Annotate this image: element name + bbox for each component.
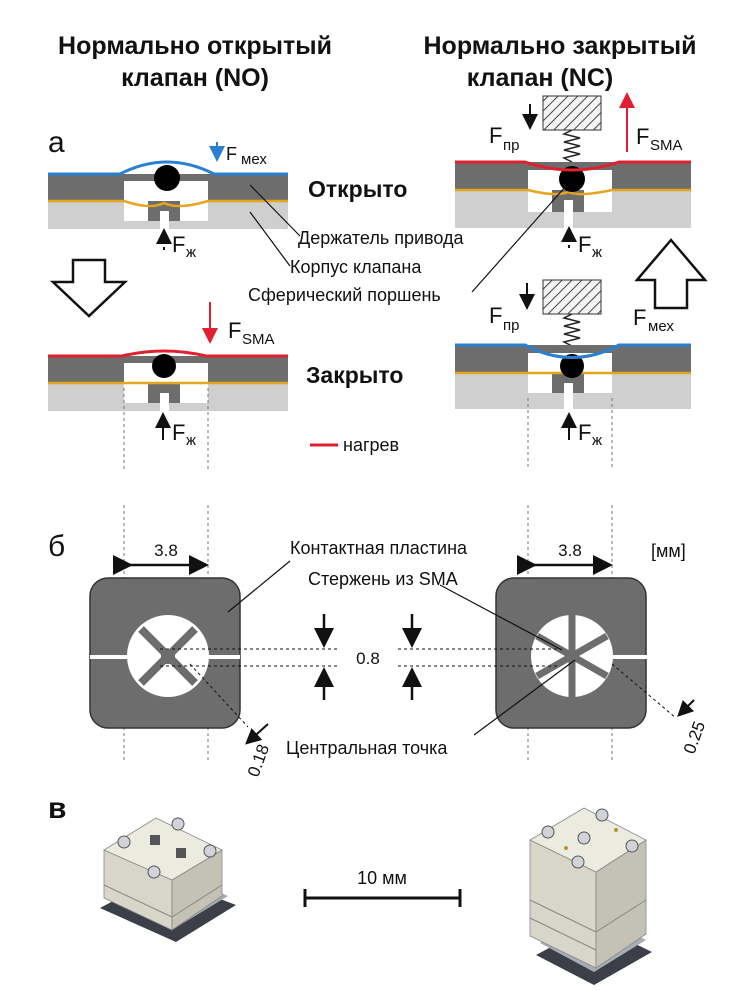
panel-label-c: в bbox=[48, 792, 66, 825]
panel-label-a: а bbox=[48, 126, 65, 159]
nc-closed-spring-force: F пр bbox=[489, 283, 535, 334]
dim-gap-arrows bbox=[314, 614, 422, 700]
nc-valve-photo bbox=[529, 807, 652, 985]
force-f-label: F bbox=[172, 232, 185, 257]
dim-gap bbox=[160, 648, 560, 667]
force-fluid-sub: ж bbox=[592, 244, 602, 261]
no-open-fluid-force: F ж bbox=[156, 228, 196, 261]
dim-width-nc: 3.8 bbox=[517, 541, 613, 575]
dim-width-no-label: 3.8 bbox=[154, 541, 178, 560]
force-f-label: F bbox=[578, 232, 591, 257]
transition-arrow-down bbox=[49, 258, 129, 318]
units-label: [мм] bbox=[651, 541, 686, 561]
state-closed-label: Закрыто bbox=[306, 362, 403, 388]
callout-center-point: Центральная точка bbox=[286, 738, 448, 758]
no-open-fmech-force: F мех bbox=[209, 142, 267, 168]
no-valve-open bbox=[48, 160, 288, 229]
force-spring-sub: пр bbox=[503, 317, 519, 334]
dim-slot-nc-label: 0.25 bbox=[680, 719, 709, 757]
nc-closed-fmech-force: F мех bbox=[633, 305, 674, 335]
nc-valve-open bbox=[455, 95, 691, 228]
nc-open-spring-force: F пр bbox=[489, 104, 538, 154]
no-closed-fluid-force: F ж bbox=[155, 412, 196, 449]
no-valve-photo bbox=[100, 817, 236, 942]
force-f-label: F bbox=[578, 420, 591, 445]
force-f-label: F bbox=[172, 420, 185, 445]
nc-closed-fluid-force: F ж bbox=[561, 412, 602, 449]
no-contact-plate bbox=[89, 577, 241, 729]
callout-actuator-holder: Держатель привода bbox=[298, 228, 464, 248]
header-no-line2: клапан (NO) bbox=[121, 64, 269, 92]
force-f-label: F bbox=[226, 144, 237, 164]
scale-bar: 10 мм bbox=[303, 868, 462, 907]
heating-legend-label: нагрев bbox=[343, 435, 399, 455]
force-spring-sub: пр bbox=[503, 137, 519, 154]
nc-open-fluid-force: F ж bbox=[561, 226, 602, 261]
callout-spherical-piston: Сферический поршень bbox=[248, 285, 441, 305]
callout-valve-body: Корпус клапана bbox=[290, 257, 422, 277]
force-fluid-sub: ж bbox=[186, 244, 196, 261]
no-closed-fsma-force: F SMA bbox=[202, 302, 275, 348]
force-mech-sub: мех bbox=[648, 318, 674, 335]
callout-contact-plate: Контактная пластина bbox=[290, 538, 468, 558]
header-nc-line1: Нормально закрытый bbox=[424, 32, 697, 60]
force-f-label: F bbox=[636, 124, 649, 149]
force-mech-sub: мех bbox=[241, 151, 267, 168]
no-valve-closed bbox=[48, 349, 288, 411]
nc-contact-plate bbox=[495, 577, 660, 729]
force-sma-sub: SMA bbox=[650, 137, 683, 154]
force-f-label: F bbox=[489, 123, 502, 148]
dim-slot-no-label: 0.18 bbox=[244, 742, 273, 780]
nc-valve-closed bbox=[455, 279, 691, 409]
header-no-line1: Нормально открытый bbox=[58, 32, 332, 60]
force-fluid-sub: ж bbox=[592, 432, 602, 449]
callout-sma-rod: Стержень из SMA bbox=[308, 569, 458, 589]
dim-width-no: 3.8 bbox=[113, 541, 209, 575]
force-sma-sub: SMA bbox=[242, 331, 275, 348]
scale-bar-label: 10 мм bbox=[357, 868, 407, 888]
dim-gap-label: 0.8 bbox=[356, 649, 380, 668]
force-f-label: F bbox=[489, 303, 502, 328]
panel-label-b: б bbox=[48, 530, 65, 563]
nc-open-fsma-force: F SMA bbox=[619, 92, 683, 154]
force-f-label: F bbox=[228, 318, 241, 343]
force-f-label: F bbox=[633, 305, 646, 330]
transition-arrow-up bbox=[634, 238, 708, 310]
state-open-label: Открыто bbox=[308, 176, 407, 202]
force-fluid-sub: ж bbox=[186, 432, 196, 449]
header-nc-line2: клапан (NC) bbox=[467, 64, 613, 92]
dim-width-nc-label: 3.8 bbox=[558, 541, 582, 560]
